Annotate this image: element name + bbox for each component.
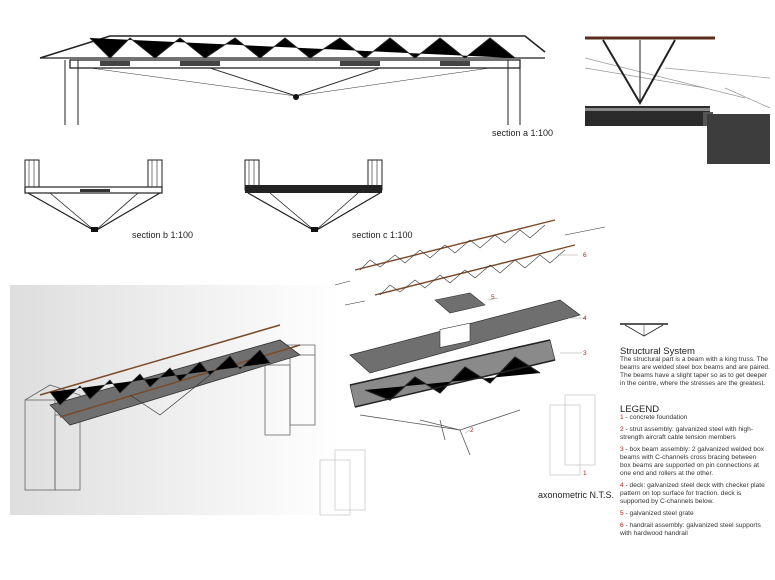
axonometric-caption: axonometric N.T.S. [538,490,615,500]
legend-item-text: - strut assembly: galvanized steel with … [620,426,754,441]
legend-item-num: 2 [620,426,624,433]
legend-item: 3 - box beam assembly: 2 galvanized weld… [620,446,768,478]
label-3: 3 [583,350,587,357]
label-4: 4 [583,315,587,322]
structural-icon [620,323,668,337]
legend-item-num: 1 [620,414,624,421]
legend-item-num: 3 [620,446,624,453]
label-2: 2 [470,427,474,434]
structural-body: The structural part is a beam with a kin… [620,356,770,387]
legend-item-text: - concrete foundation [623,414,688,421]
section-a-drawing [39,35,546,125]
legend-item: 1 - concrete foundation [620,414,768,422]
legend-item: 6 - handrail assembly: galvanized steel … [620,522,768,538]
legend-item-text: - box beam assembly: 2 galvanized welded… [620,446,765,477]
legend-item-num: 5 [620,510,624,517]
legend-item-text: - handrail assembly: galvanized steel su… [620,522,761,537]
legend-item-text: - deck: galvanized steel deck with check… [620,482,765,505]
legend-item: 4 - deck: galvanized steel deck with che… [620,482,768,506]
legend-item-text: - galvanized steel grate [623,510,694,517]
label-1: 1 [583,470,587,477]
section-b-drawing [24,159,163,232]
section-a-caption: section a 1:100 [492,128,554,138]
structural-title: Structural System [620,346,695,357]
section-c-caption: section c 1:100 [352,230,413,240]
legend-list: 1 - concrete foundation 2 - strut assemb… [620,414,768,538]
exploded-axonometric [319,219,606,516]
label-6: 6 [583,252,587,259]
legend-item: 2 - strut assembly: galvanized steel wit… [620,426,768,442]
legend-title: LEGEND [620,404,660,415]
label-5: 5 [491,294,495,301]
section-c-drawing [244,159,383,232]
section-b-caption: section b 1:100 [132,230,194,240]
legend-item: 5 - galvanized steel grate [620,510,768,518]
legend-item-num: 6 [620,522,624,529]
detail-drawing [584,36,771,164]
perspective-drawing [10,285,340,515]
legend-item-num: 4 [620,482,624,489]
